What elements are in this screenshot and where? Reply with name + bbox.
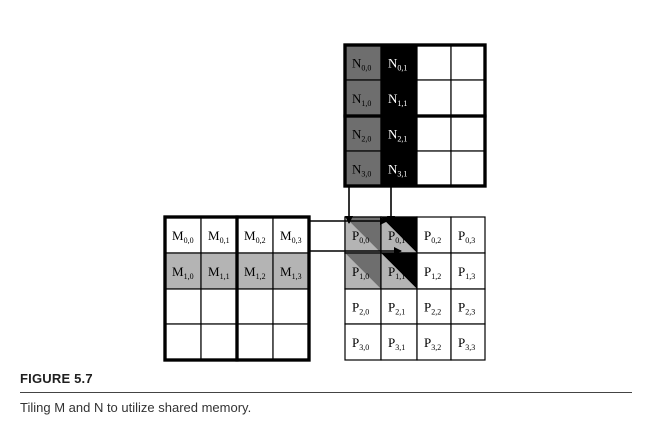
cell-n-2-3 — [450, 115, 486, 152]
cell-label-p-0-2: P0,2 — [424, 228, 441, 245]
p-tile-shade-lower-0-1 — [381, 217, 417, 253]
cell-n-2-0 — [344, 115, 382, 152]
cell-m-3-2 — [236, 323, 274, 361]
cell-p-3-2 — [416, 323, 452, 361]
cell-label-m-0-3: M0,3 — [280, 228, 302, 245]
m-outer-border — [163, 215, 311, 362]
n-outer-border — [343, 43, 487, 188]
cell-m-2-3 — [272, 288, 310, 325]
cell-n-1-0 — [344, 79, 382, 117]
caption-divider — [20, 392, 632, 393]
matrix-n: N0,0 N0,1N1,0 N1,1N2,0 N2,1N3,0 N3,1 — [343, 43, 487, 188]
cell-p-3-1 — [380, 323, 418, 361]
cell-label-n-0-0: N0,0 — [352, 56, 371, 73]
tile-arrows — [309, 186, 402, 255]
p-tile-shade-lower-1-1 — [381, 253, 417, 289]
p-tile-shade-upper-1-0 — [345, 253, 381, 289]
cell-label-m-0-1: M0,1 — [208, 228, 230, 245]
cell-n-1-1 — [380, 79, 418, 117]
figure-caption: Tiling M and N to utilize shared memory. — [20, 400, 252, 415]
cell-m-2-2 — [236, 288, 274, 325]
cell-n-0-2 — [416, 44, 452, 81]
cell-label-p-0-3: P0,3 — [458, 228, 475, 245]
cell-label-p-2-0: P2,0 — [352, 300, 369, 317]
cell-n-3-3 — [450, 150, 486, 187]
cell-label-m-0-2: M0,2 — [244, 228, 266, 245]
cell-label-m-1-0: M1,0 — [172, 264, 194, 281]
cell-label-n-1-0: N1,0 — [352, 91, 371, 108]
cell-label-n-2-0: N2,0 — [352, 127, 371, 144]
cell-m-1-3 — [272, 252, 310, 290]
cell-label-n-3-1: N3,1 — [388, 162, 407, 179]
cell-label-p-3-1: P3,1 — [388, 335, 405, 352]
cell-n-3-2 — [416, 150, 452, 187]
cell-label-p-2-1: P2,1 — [388, 300, 405, 317]
cell-label-m-1-1: M1,1 — [208, 264, 230, 281]
p-tile-shade-upper-0-0 — [345, 217, 381, 253]
cell-label-m-1-3: M1,3 — [280, 264, 302, 281]
cell-label-p-3-2: P3,2 — [424, 335, 441, 352]
cell-label-p-3-3: P3,3 — [458, 335, 475, 352]
cell-p-2-0 — [344, 288, 382, 325]
cell-m-2-1 — [200, 288, 238, 325]
cell-label-p-0-1: P0,1 — [388, 228, 405, 245]
cell-n-2-2 — [416, 115, 452, 152]
cell-p-2-2 — [416, 288, 452, 325]
cell-n-3-0 — [344, 150, 382, 187]
cell-label-p-2-2: P2,2 — [424, 300, 441, 317]
cell-label-p-1-1: P1,1 — [388, 264, 405, 281]
cell-p-3-0 — [344, 323, 382, 361]
cell-label-p-1-2: P1,2 — [424, 264, 441, 281]
cell-m-2-0 — [164, 288, 202, 325]
cell-label-n-1-1: N1,1 — [388, 91, 407, 108]
cell-p-1-3 — [450, 252, 486, 290]
cell-n-2-1 — [380, 115, 418, 152]
cell-n-0-1 — [380, 44, 418, 81]
cell-n-0-3 — [450, 44, 486, 81]
cell-label-m-1-2: M1,2 — [244, 264, 266, 281]
cell-n-3-1 — [380, 150, 418, 187]
cell-m-3-1 — [200, 323, 238, 361]
cell-label-n-0-1: N0,1 — [388, 56, 407, 73]
cell-p-1-2 — [416, 252, 452, 290]
cell-label-p-1-3: P1,3 — [458, 264, 475, 281]
cell-p-3-3 — [450, 323, 486, 361]
cell-label-n-3-0: N3,0 — [352, 162, 371, 179]
figure-caption-block: FIGURE 5.7 Tiling M and N to utilize sha… — [20, 371, 632, 415]
matrix-p: P0,0 P0,1 P0,2 P0,3P1,0 P1,1 P1,2 P1,3P2,0 P2,1… — [344, 216, 486, 361]
cell-p-0-2 — [416, 216, 452, 254]
cell-label-p-1-0: P1,0 — [352, 264, 369, 281]
cell-m-3-0 — [164, 323, 202, 361]
figure-label: FIGURE 5.7 — [20, 371, 93, 386]
cell-n-1-2 — [416, 79, 452, 117]
cell-n-1-3 — [450, 79, 486, 117]
cell-p-2-3 — [450, 288, 486, 325]
cell-m-0-3 — [272, 216, 310, 254]
cell-p-0-3 — [450, 216, 486, 254]
cell-label-p-2-3: P2,3 — [458, 300, 475, 317]
cell-label-p-3-0: P3,0 — [352, 335, 369, 352]
cell-label-m-0-0: M0,0 — [172, 228, 194, 245]
cell-label-n-2-1: N2,1 — [388, 127, 407, 144]
matrix-m: M0,0 M0,1 M0,2 M0,3M1,0 M1,1 M1,2 M1,3 — [163, 215, 311, 362]
cell-label-p-0-0: P0,0 — [352, 228, 369, 245]
cell-m-0-1 — [200, 216, 238, 254]
cell-p-2-1 — [380, 288, 418, 325]
cell-m-3-3 — [272, 323, 310, 361]
cell-n-0-0 — [344, 44, 382, 81]
